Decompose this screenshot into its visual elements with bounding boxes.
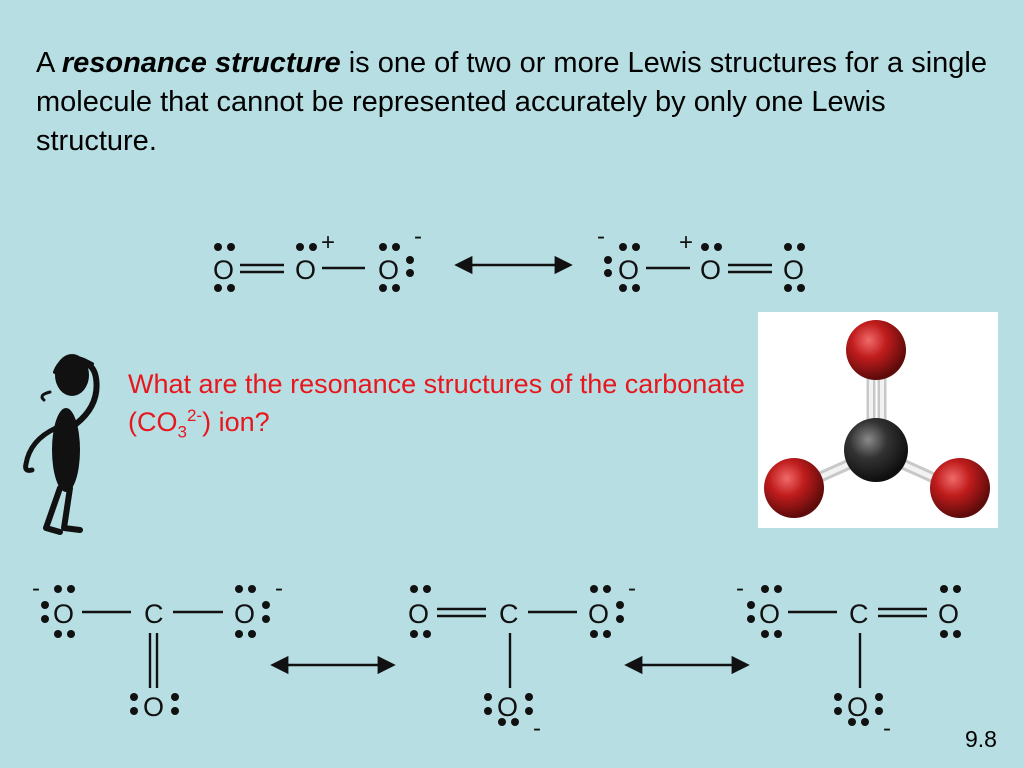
carbonate3-lone-pairs <box>747 585 961 726</box>
ozone-structure-2: O O O - + <box>597 223 805 292</box>
ozone2-double-bond <box>728 263 772 274</box>
carbonate3-oxygen-bottom: O <box>847 692 868 722</box>
model-oxygen-right <box>930 458 990 518</box>
definition-prefix: A <box>36 47 62 79</box>
question-subscript: 3 <box>177 422 187 442</box>
carbonate2-oxygen-right: O <box>588 599 609 629</box>
ozone2-lone-pairs <box>604 243 805 292</box>
ozone1-plus-charge: + <box>321 229 335 256</box>
carbonate2-oxygen-left: O <box>408 599 429 629</box>
carbonate1-double-bond <box>148 633 159 688</box>
carbonate3-oxygen-right: O <box>938 599 959 629</box>
carbonate2-carbon: C <box>499 599 519 629</box>
question-superscript: 2- <box>186 406 203 425</box>
ozone1-oxygen-center: O <box>295 255 316 285</box>
ozone2-oxygen-center: O <box>700 255 721 285</box>
ozone1-double-bond <box>240 263 284 274</box>
carbonate1-oxygen-right: O <box>234 599 255 629</box>
page-number: 9.8 <box>965 726 997 752</box>
carbonate-structure-2: O C O O - - <box>408 575 636 742</box>
ozone2-oxygen-left: O <box>618 255 639 285</box>
definition-suffix: is one of two or more Lewis structures f… <box>36 47 987 157</box>
carbonate1-left-minus-charge: - <box>32 575 40 602</box>
carbonate-ball-and-stick-model <box>758 312 998 528</box>
ozone1-oxygen-right: O <box>378 255 399 285</box>
ozone2-plus-charge: + <box>679 229 693 256</box>
carbonate1-right-minus-charge: - <box>275 575 283 602</box>
carbonate-structure-3: O C O O - - <box>736 575 961 742</box>
carbonate1-carbon: C <box>144 599 164 629</box>
ozone2-oxygen-right: O <box>783 255 804 285</box>
carbonate-structure-1: O C O O - - <box>32 575 283 722</box>
carbonate-model-image <box>764 320 990 518</box>
carbonate2-right-minus-charge: - <box>628 575 636 602</box>
ozone-structure-1: O O O + - <box>213 223 422 292</box>
ozone1-oxygen-left: O <box>213 255 234 285</box>
carbonate3-left-minus-charge: - <box>736 575 744 602</box>
ozone2-minus-charge: - <box>597 223 605 250</box>
model-oxygen-top <box>846 320 906 380</box>
ozone1-lone-pairs <box>214 243 414 292</box>
carbonate3-carbon: C <box>849 599 869 629</box>
carbonate1-oxygen-left: O <box>53 599 74 629</box>
carbonate2-double-bond <box>437 607 486 618</box>
model-oxygen-left <box>764 458 824 518</box>
question-text: What are the resonance structures of the… <box>128 365 768 441</box>
carbonate1-oxygen-bottom: O <box>143 692 164 722</box>
carbonate3-oxygen-left: O <box>759 599 780 629</box>
carbonate2-lone-pairs <box>410 585 624 726</box>
thinking-figure-icon <box>23 354 100 535</box>
ozone1-minus-charge: - <box>414 223 422 250</box>
carbonate1-lone-pairs <box>41 585 270 715</box>
carbonate2-bottom-minus-charge: - <box>533 715 541 742</box>
carbonate3-bottom-minus-charge: - <box>883 715 891 742</box>
carbonate3-double-bond <box>878 607 927 618</box>
question-part-1: What are the resonance structures of the… <box>128 369 745 437</box>
question-part-2: ) ion? <box>202 407 270 437</box>
definition-term: resonance structure <box>61 47 341 79</box>
definition-text: A resonance structure is one of two or m… <box>36 44 996 161</box>
carbonate2-oxygen-bottom: O <box>497 692 518 722</box>
model-carbon-center <box>844 418 908 482</box>
